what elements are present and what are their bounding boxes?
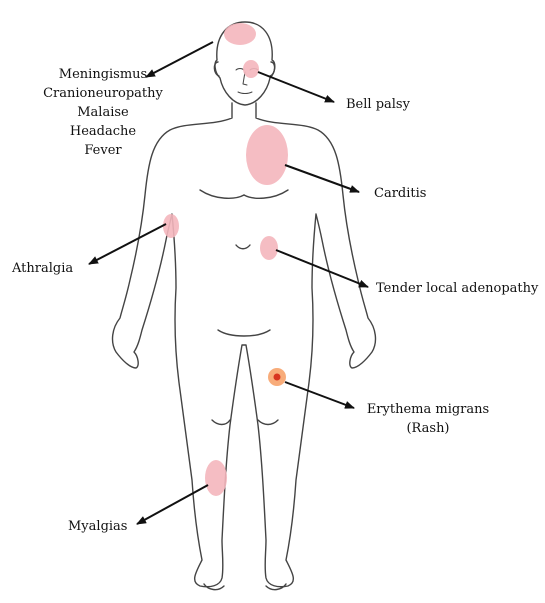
calf-highlight [205,460,227,496]
arrow-arthralgia [89,224,166,264]
arrow-bell-palsy [258,72,334,102]
symptom-cranioneuropathy: Cranioneuropathy [28,84,178,103]
erythema-label: Erythema migrans (Rash) [358,400,498,438]
rash-center [274,374,281,381]
symptom-fever: Fever [28,141,178,160]
bell-palsy-label: Bell palsy [346,95,410,114]
arthralgia-label: Athralgia [12,259,73,278]
erythema-migrans-text: Erythema migrans [358,400,498,419]
carditis-label: Carditis [374,184,426,203]
groin-highlight [260,236,278,260]
rash-text: (Rash) [358,419,498,438]
arrow-adenopathy [276,250,368,287]
arrow-carditis [285,165,359,192]
adenopathy-label: Tender local adenopathy [376,279,538,298]
myalgias-label: Myalgias [68,517,127,536]
head-symptoms-label: Meningismus Cranioneuropathy Malaise Hea… [28,65,178,160]
symptom-meningismus: Meningismus [28,65,178,84]
chest-highlight [246,125,288,185]
symptom-malaise: Malaise [28,103,178,122]
torso-outline [113,103,376,587]
arrow-erythema [285,382,354,408]
arrow-myalgias [137,485,208,524]
symptom-headache: Headache [28,122,178,141]
elbow-highlight [163,214,179,238]
head-highlight [224,23,256,45]
face-highlight [243,60,259,78]
